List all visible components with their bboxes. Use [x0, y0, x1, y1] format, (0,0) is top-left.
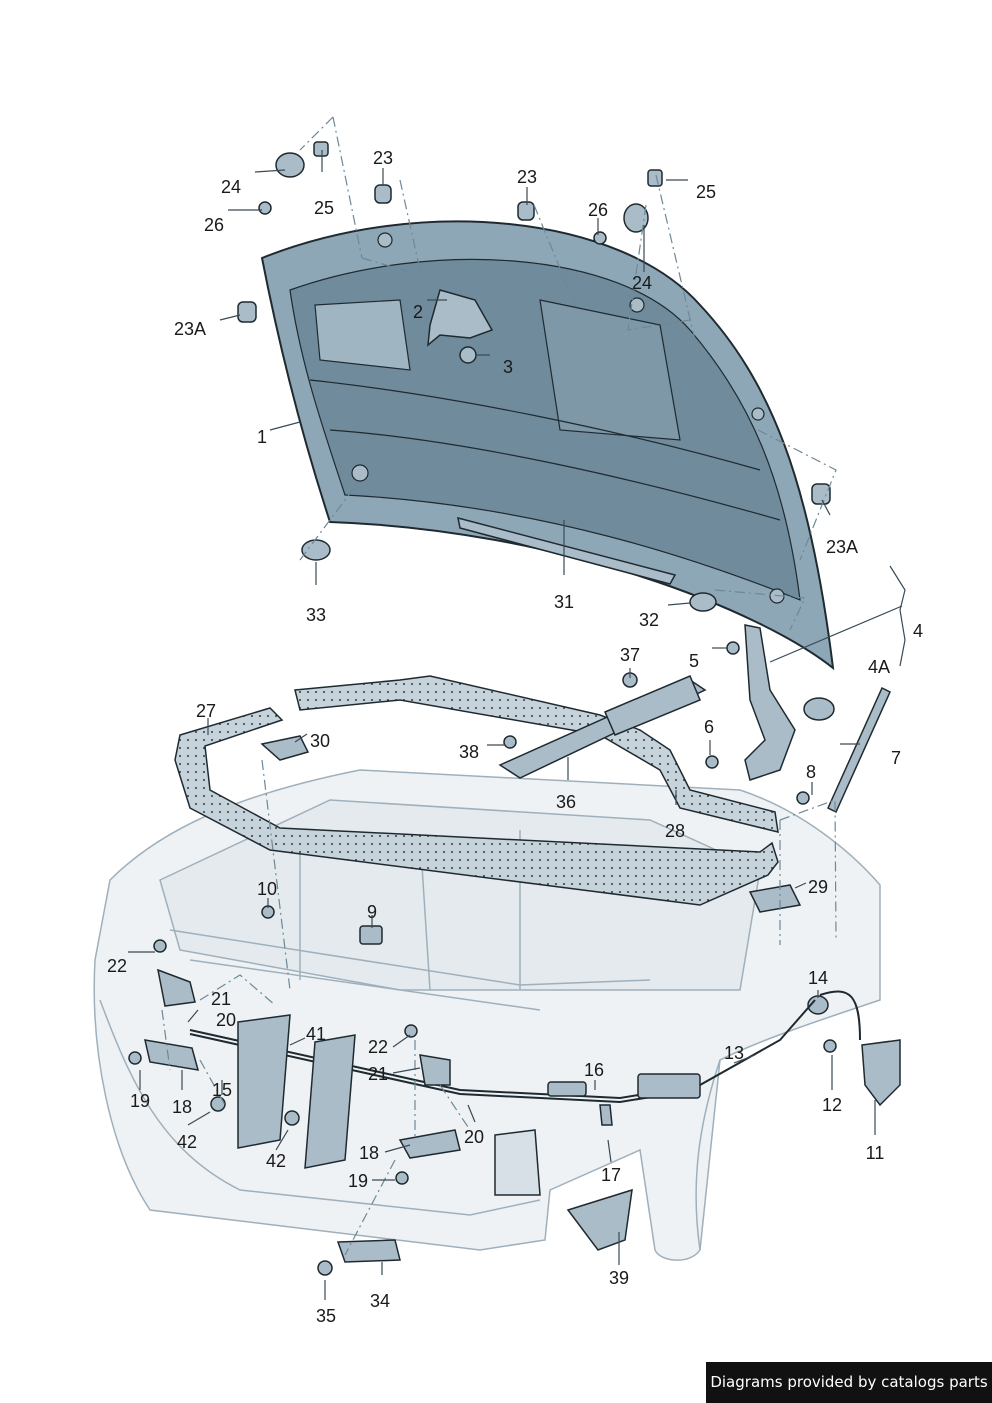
hinge-and-gas-strut [744, 624, 891, 814]
callout-42: 42 [265, 1151, 287, 1171]
callout-28: 28 [664, 821, 686, 841]
callout-24: 24 [631, 273, 653, 293]
callout-33: 33 [305, 605, 327, 625]
callout-25: 25 [695, 182, 717, 202]
callout-16: 16 [583, 1060, 605, 1080]
callout-34: 34 [369, 1291, 391, 1311]
callout-20: 20 [215, 1010, 237, 1030]
callout-25: 25 [313, 198, 335, 218]
callout-24: 24 [220, 177, 242, 197]
callout-11: 11 [865, 1143, 885, 1163]
callout-37: 37 [619, 645, 641, 665]
callout-2: 2 [412, 302, 424, 322]
callout-36: 36 [555, 792, 577, 812]
callout-5: 5 [688, 651, 700, 671]
callout-20: 20 [463, 1127, 485, 1147]
callout-15: 15 [211, 1080, 233, 1100]
callout-21: 21 [210, 989, 232, 1009]
callout-10: 10 [256, 879, 278, 899]
callout-4: 4 [912, 621, 924, 641]
callout-3: 3 [502, 357, 514, 377]
hood-lock-part [427, 289, 494, 364]
engine-bay-seals [174, 675, 779, 906]
callout-23: 23 [516, 167, 538, 187]
callout-21: 21 [367, 1064, 389, 1084]
callout-18: 18 [358, 1143, 380, 1163]
callout-42: 42 [176, 1132, 198, 1152]
callout-41: 41 [305, 1024, 327, 1044]
callout-19: 19 [347, 1171, 369, 1191]
callout-22: 22 [367, 1037, 389, 1057]
credit-banner: Diagrams provided by catalogs parts [706, 1362, 992, 1403]
callout-26: 26 [203, 215, 225, 235]
small-fasteners [128, 141, 837, 1276]
hood-seal-strip [457, 516, 677, 585]
callout-23: 23 [372, 148, 394, 168]
callout-8: 8 [805, 762, 817, 782]
callout-17: 17 [600, 1165, 622, 1185]
callout-38: 38 [458, 742, 480, 762]
callout-1: 1 [256, 427, 268, 447]
hood-panel [260, 220, 835, 671]
callout-32: 32 [638, 610, 660, 630]
bracket-clip [604, 675, 701, 736]
callout-29: 29 [807, 877, 829, 897]
callout-18: 18 [171, 1097, 193, 1117]
callout-39: 39 [608, 1268, 630, 1288]
callout-31: 31 [553, 592, 575, 612]
callout-23A: 23A [825, 537, 859, 557]
callout-19: 19 [129, 1091, 151, 1111]
callout-14: 14 [807, 968, 829, 988]
callout-12: 12 [821, 1095, 843, 1115]
callout-23A: 23A [173, 319, 207, 339]
callout-27: 27 [195, 701, 217, 721]
callout-7: 7 [890, 748, 902, 768]
leader-lines [128, 150, 906, 1300]
callout-35: 35 [315, 1306, 337, 1326]
rubber-stops [260, 735, 802, 913]
callout-22: 22 [106, 956, 128, 976]
callout-6: 6 [703, 717, 715, 737]
callout-30: 30 [309, 731, 331, 751]
lock-and-carrier-parts [144, 968, 901, 1263]
callout-4A: 4A [867, 657, 891, 677]
callout-26: 26 [587, 200, 609, 220]
callout-9: 9 [366, 902, 378, 922]
reference-dashed-lines [161, 116, 837, 1256]
callout-13: 13 [723, 1043, 745, 1063]
